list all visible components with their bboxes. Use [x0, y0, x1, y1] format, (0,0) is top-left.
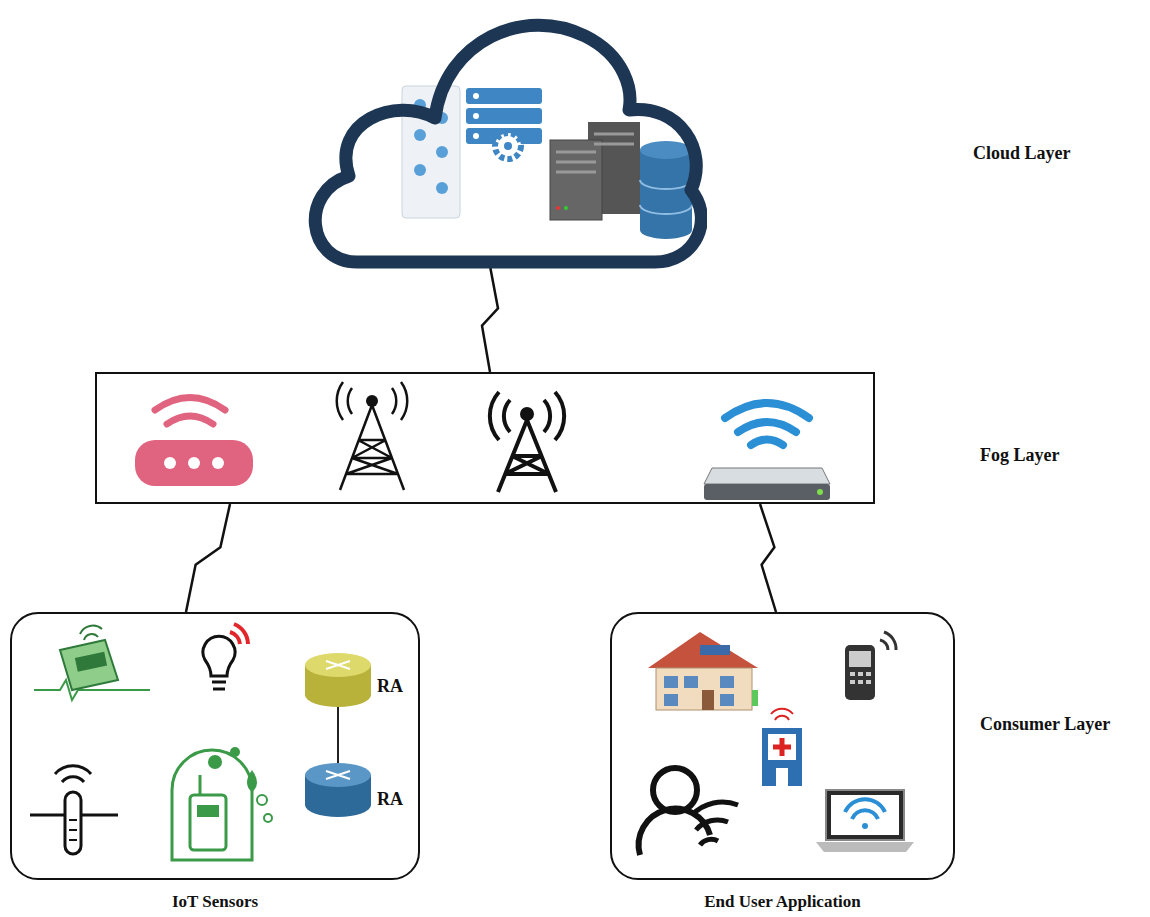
- iot-icons: [30, 624, 371, 860]
- layer-heading: Cloud Layer: [973, 143, 1071, 164]
- wireless-link: [482, 266, 498, 372]
- fog-icons: [135, 382, 830, 500]
- layer-heading: End User Application: [612, 892, 953, 912]
- fog-layer: Fog Layer: [95, 372, 875, 504]
- cloud-layer: Cloud Layer: [295, 0, 707, 272]
- end-user-box: End User Application: [610, 612, 955, 880]
- layer-heading: IoT Sensors: [12, 892, 418, 912]
- user-icons: [639, 632, 914, 855]
- layer-heading: Fog Layer: [980, 445, 1059, 466]
- iot-sensors-box: IoT Sensors: [10, 612, 420, 880]
- wireless-link: [186, 504, 230, 612]
- wireless-link: [760, 504, 776, 612]
- router-label: RA: [377, 676, 403, 697]
- layer-label: Consumer Layer: [980, 714, 1110, 735]
- cloud-outline: [295, 0, 707, 272]
- router-label: RA: [377, 789, 403, 810]
